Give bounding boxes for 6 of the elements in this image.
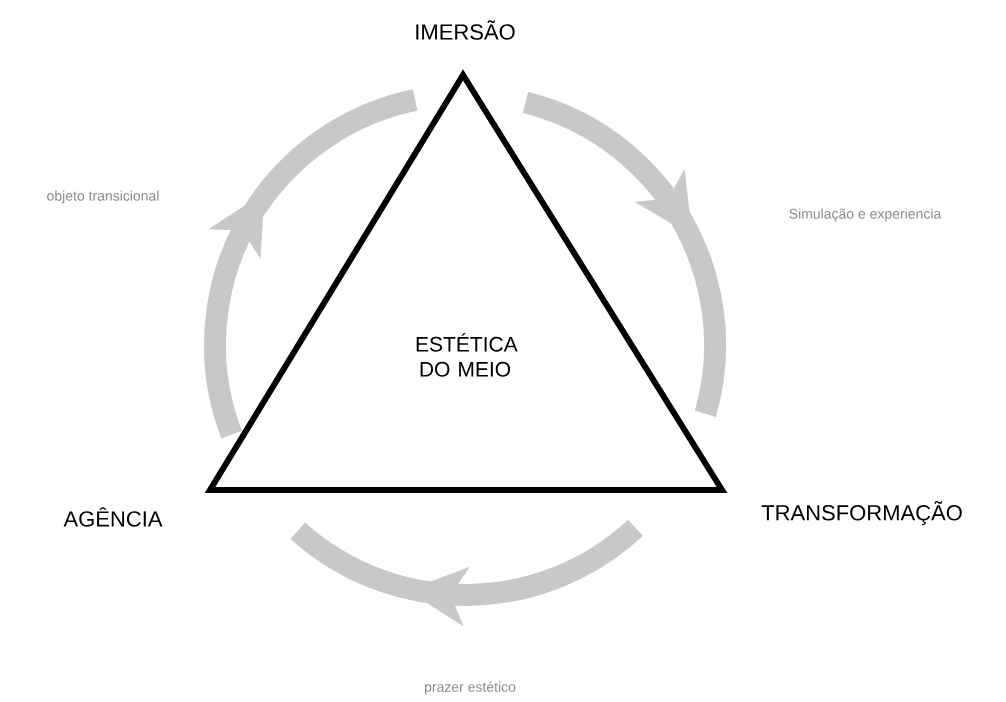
vertex-label: TRANSFORMAÇÃO [761,501,962,525]
vertex-label: IMERSÃO [416,20,515,40]
arrow-caption: prazer estético [425,681,516,695]
vertex-label: AGÊNCIA [63,507,163,527]
arrow-caption: objeto transicional [47,190,159,204]
arrow-caption: Simulação e experiencia [789,208,942,222]
